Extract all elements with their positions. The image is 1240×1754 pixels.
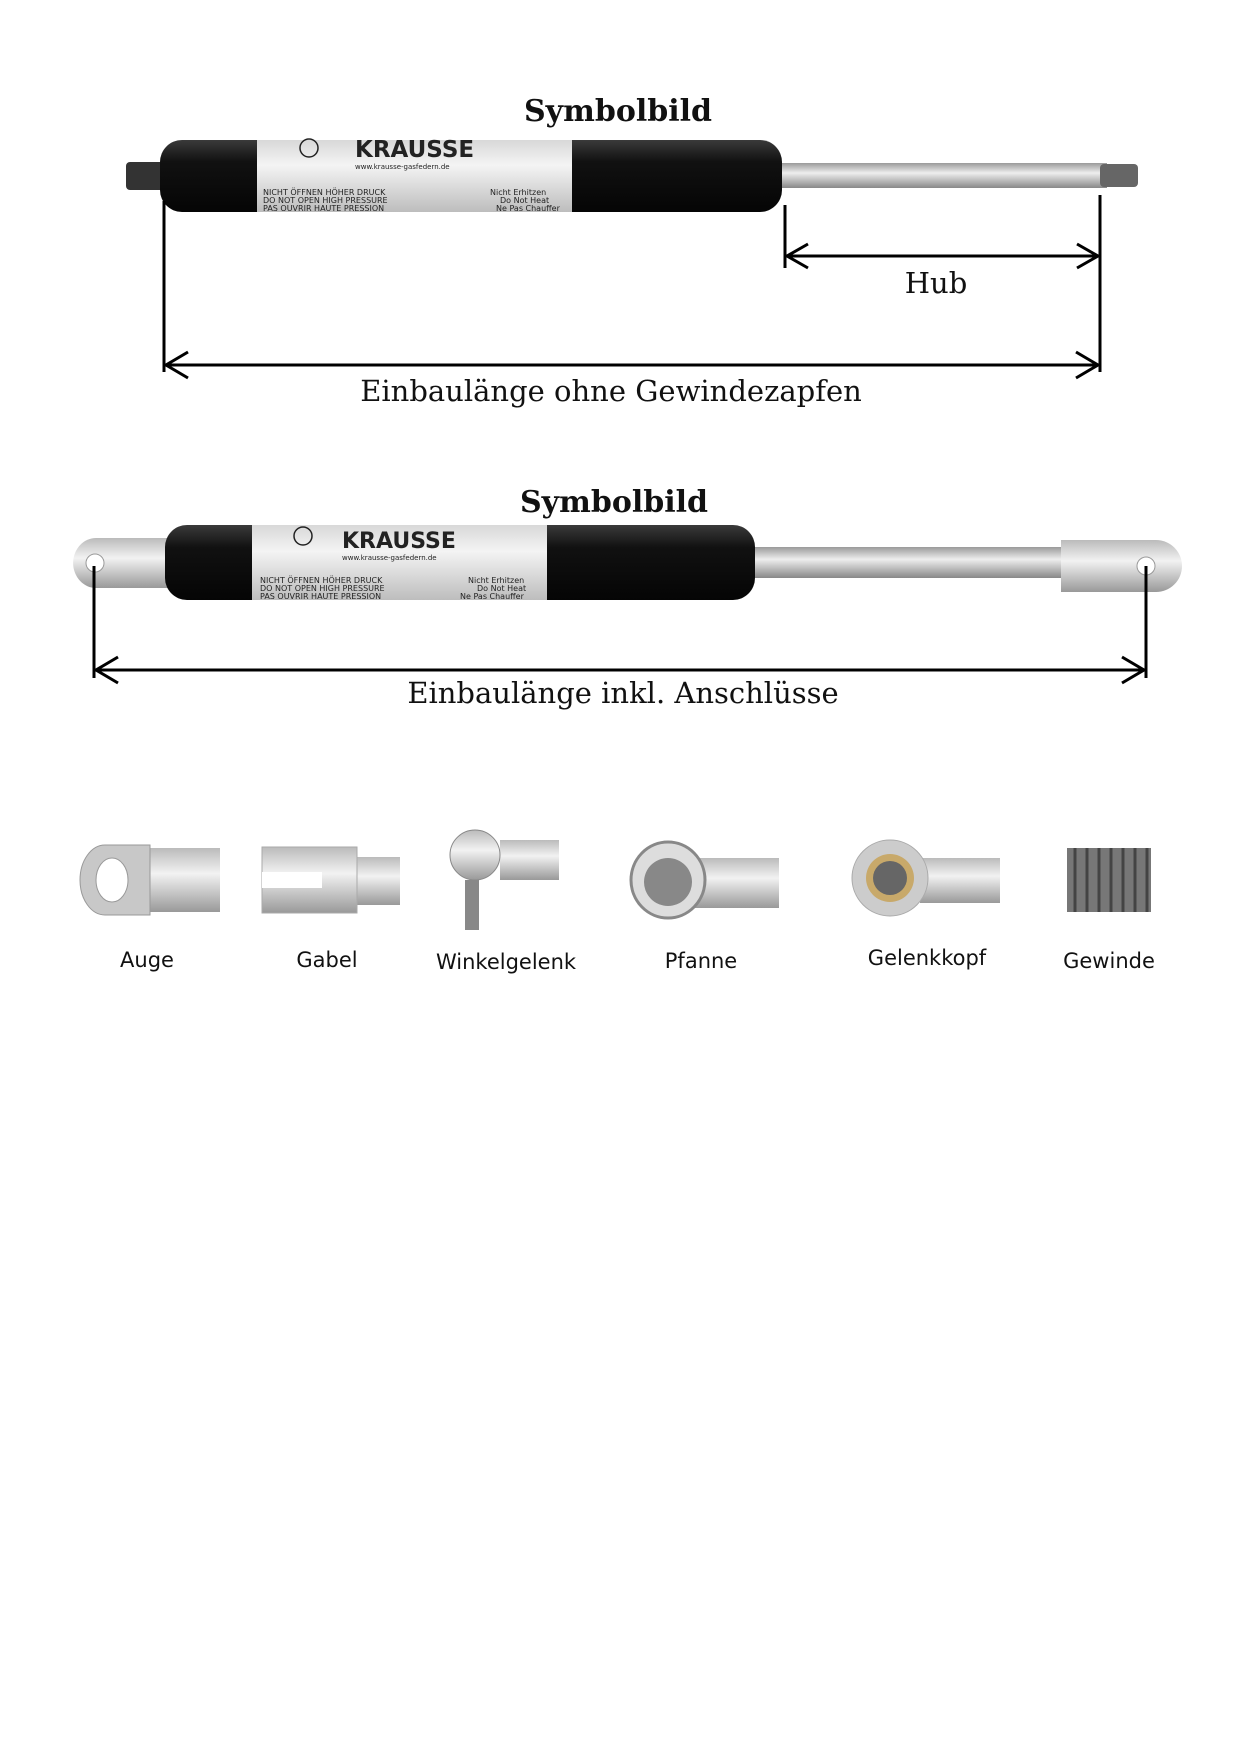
accessory-gewinde-image xyxy=(1067,848,1151,912)
svg-text:PAS OUVRIR HAUTE PRESSION: PAS OUVRIR HAUTE PRESSION xyxy=(263,204,384,213)
accessory-gelenkkopf-image xyxy=(851,839,1000,917)
accessory-label-gabel: Gabel xyxy=(296,948,358,972)
gas-spring-2: KRAUSSE www.krausse-gasfedern.de NICHT Ö… xyxy=(73,525,1182,601)
accessory-label-gelenkkopf: Gelenkkopf xyxy=(867,946,987,970)
accessory-label-gewinde: Gewinde xyxy=(1063,949,1155,973)
svg-text:Nicht Erhitzen: Nicht Erhitzen xyxy=(468,576,524,585)
dimension-lines-2 xyxy=(92,566,1148,685)
svg-text:www.krausse-gasfedern.de: www.krausse-gasfedern.de xyxy=(342,554,437,562)
accessory-winkelgelenk-image xyxy=(449,829,559,930)
svg-text:PAS OUVRIR HAUTE PRESSION: PAS OUVRIR HAUTE PRESSION xyxy=(260,592,381,601)
piston-rod xyxy=(755,547,1065,578)
svg-text:Do Not Heat: Do Not Heat xyxy=(477,584,526,593)
label-band xyxy=(252,525,547,600)
threaded-stud-right xyxy=(1100,164,1138,187)
gas-spring-1: KRAUSSE www.krausse-gasfedern.de NICHT Ö… xyxy=(126,137,1138,213)
svg-text:Nicht Erhitzen: Nicht Erhitzen xyxy=(490,188,546,197)
accessory-label-pfanne: Pfanne xyxy=(664,949,738,973)
threaded-stud-left xyxy=(126,162,166,190)
accessory-pfanne-image xyxy=(629,840,779,920)
accessory-label-auge: Auge xyxy=(120,948,174,972)
svg-text:Ne Pas Chauffer: Ne Pas Chauffer xyxy=(460,592,525,601)
svg-text:Do Not Heat: Do Not Heat xyxy=(500,196,549,205)
svg-text:KRAUSSE: KRAUSSE xyxy=(355,137,474,163)
piston-rod xyxy=(782,163,1107,188)
diagram-2-title: Symbolbild xyxy=(520,485,708,520)
accessory-auge-image xyxy=(79,844,220,916)
stroke-label: Hub xyxy=(904,266,968,300)
brand-logo-icon xyxy=(299,138,319,158)
diagram-1-title: Symbolbild xyxy=(524,94,712,129)
svg-text:DO NOT OPEN HIGH PRESSURE: DO NOT OPEN HIGH PRESSURE xyxy=(260,584,385,593)
svg-text:NICHT ÖFFNEN HÖHER DRUCK: NICHT ÖFFNEN HÖHER DRUCK xyxy=(263,187,386,197)
svg-text:KRAUSSE: KRAUSSE xyxy=(342,529,456,554)
label-band xyxy=(257,140,572,212)
svg-text:www.krausse-gasfedern.de: www.krausse-gasfedern.de xyxy=(355,163,450,171)
svg-text:DO NOT OPEN HIGH PRESSURE: DO NOT OPEN HIGH PRESSURE xyxy=(263,196,388,205)
svg-text:NICHT ÖFFNEN HÖHER DRUCK: NICHT ÖFFNEN HÖHER DRUCK xyxy=(260,575,383,585)
brand-logo-icon xyxy=(293,526,313,546)
svg-text:Ne Pas Chauffer: Ne Pas Chauffer xyxy=(496,204,561,213)
dimension-lines-1 xyxy=(162,195,1102,380)
eye-fitting-left xyxy=(73,538,168,588)
accessory-label-winkelgelenk: Winkelgelenk xyxy=(435,950,577,974)
accessory-gabel-image xyxy=(261,846,400,914)
eye-fitting-right xyxy=(1061,540,1182,592)
length-label-with-fittings: Einbaulänge inkl. Anschlüsse xyxy=(407,676,839,710)
length-label-without-studs: Einbaulänge ohne Gewindezapfen xyxy=(360,374,862,408)
